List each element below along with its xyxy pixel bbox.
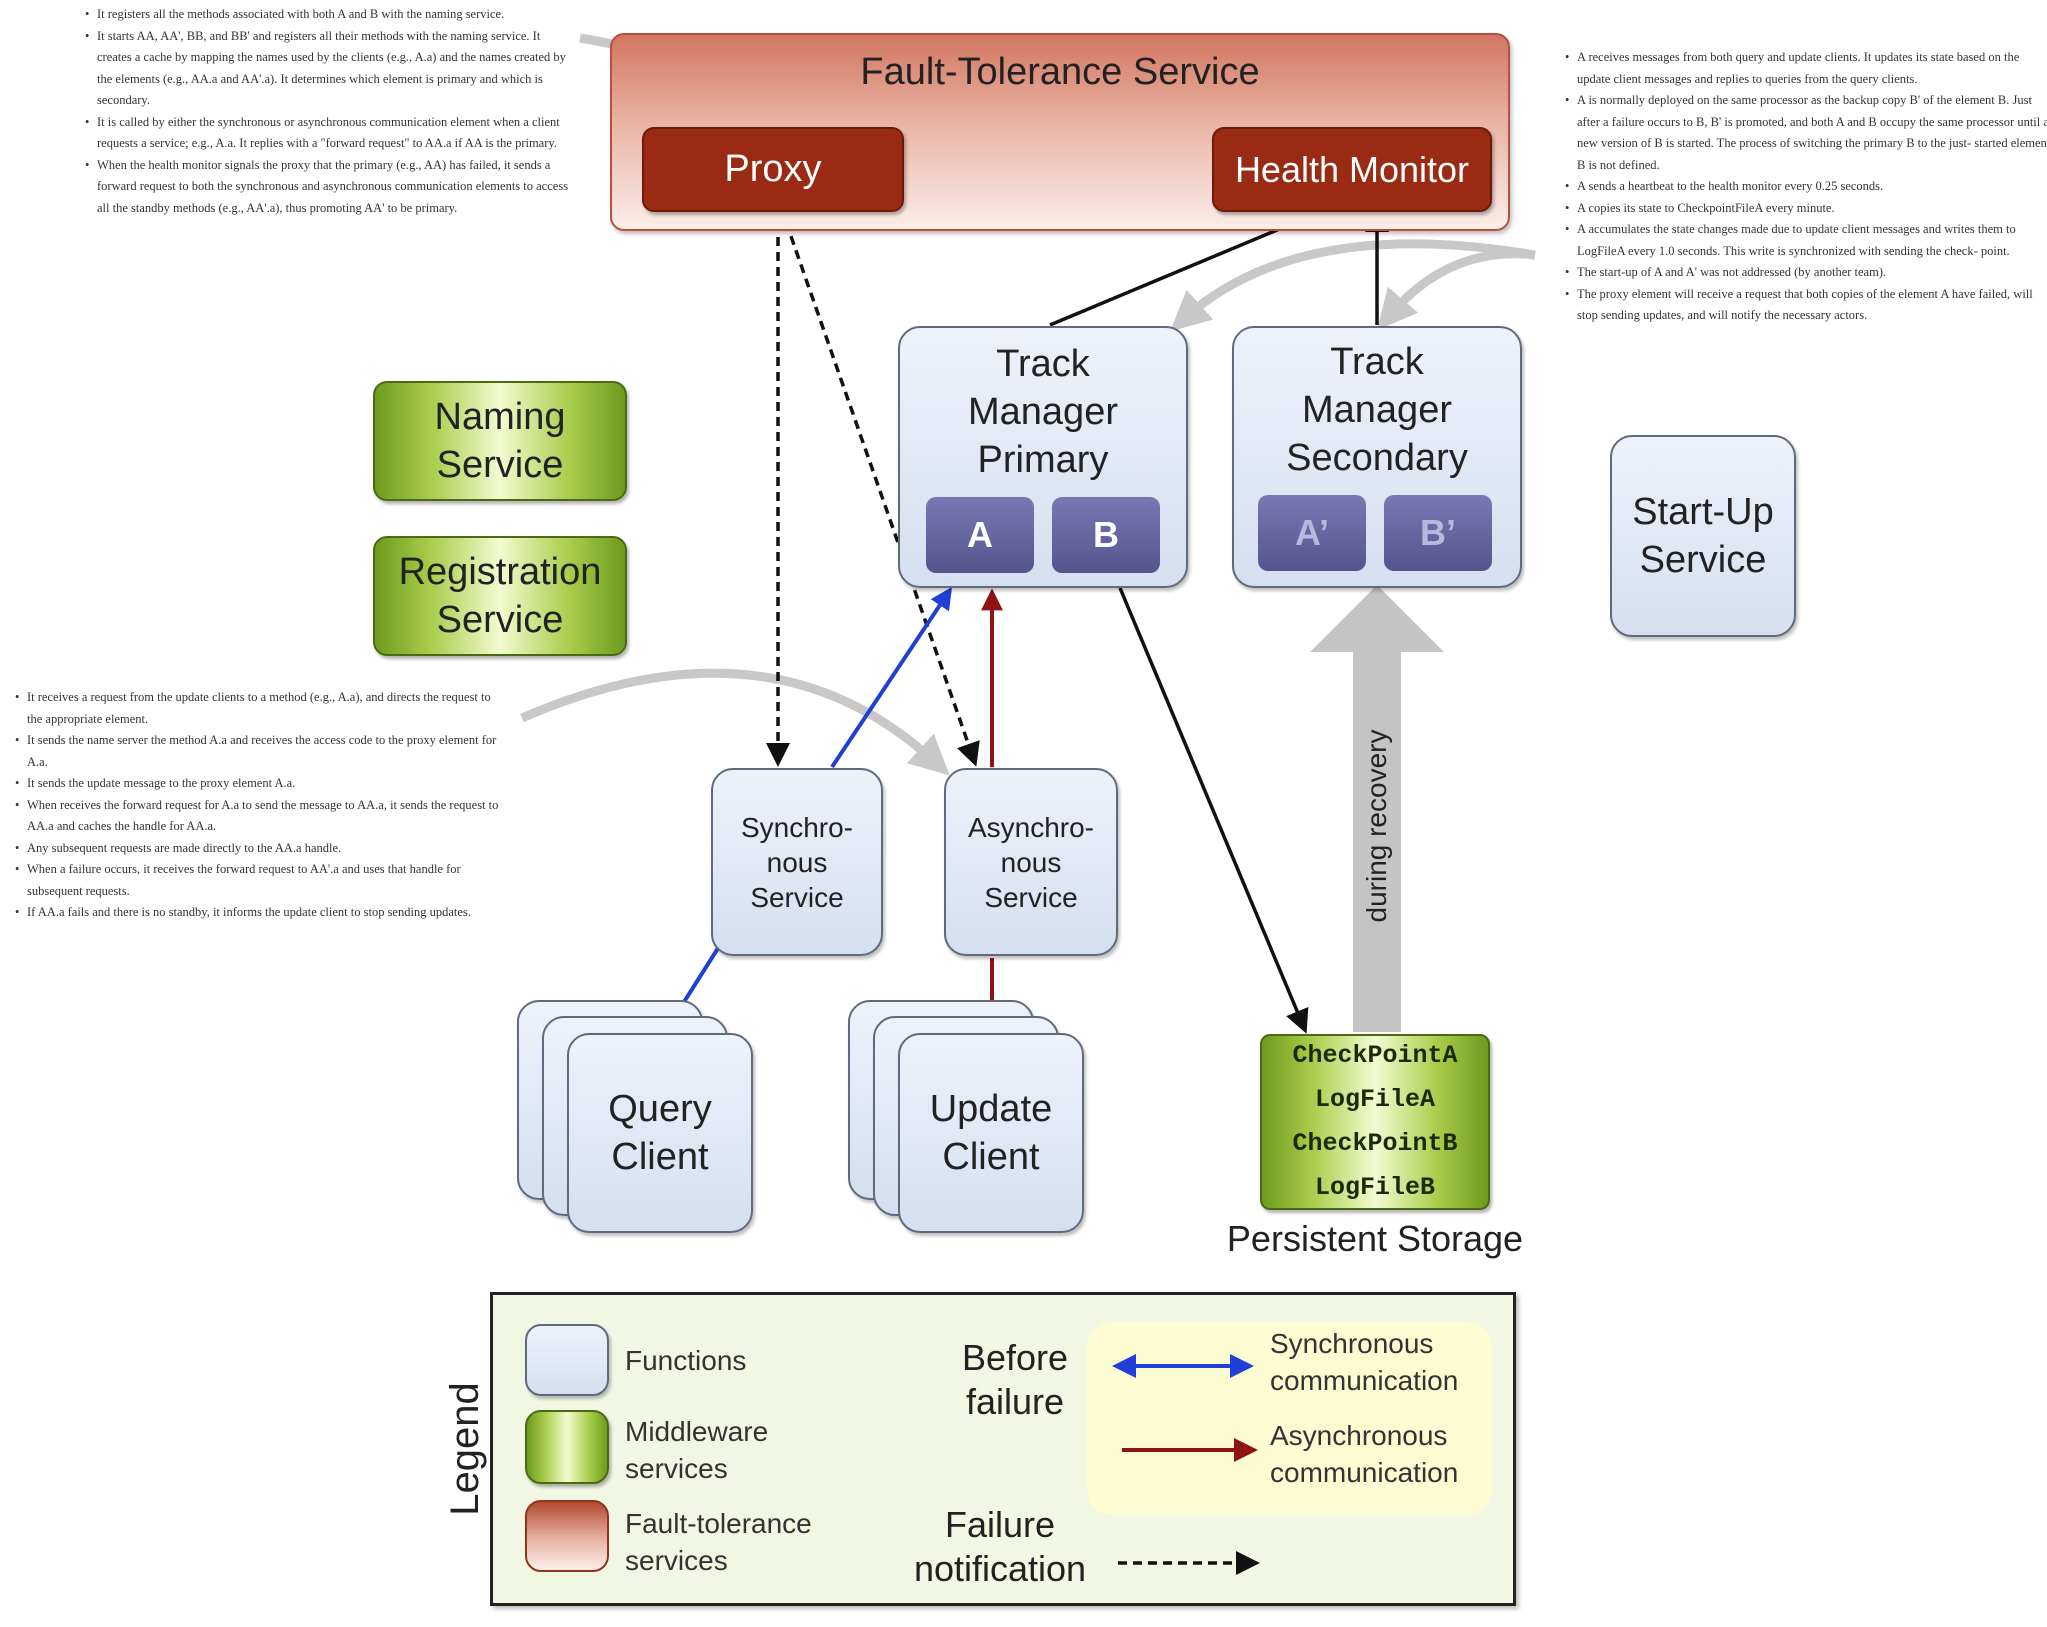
note-item: A copies its state to CheckpointFileA ev…	[1565, 198, 2047, 220]
storage-item: CheckPointA	[1292, 1041, 1458, 1070]
note-item: When a failure occurs, it receives the f…	[15, 859, 505, 902]
update-client[interactable]: Update Client	[898, 1033, 1084, 1233]
note-item: It starts AA, AA', BB, and BB' and regis…	[85, 26, 577, 112]
update-client-label-1: Update	[929, 1088, 1053, 1130]
naming-service-label-2: Service	[436, 444, 564, 486]
legend-sync-comm-label-1: Synchronous	[1270, 1328, 1434, 1359]
element-b-chip[interactable]: B	[1052, 497, 1160, 573]
legend-before-failure-label-2: failure	[965, 1381, 1065, 1422]
fault-tolerance-title: Fault-Tolerance Service	[860, 51, 1260, 93]
startup-service[interactable]: Start-Up Service	[1610, 435, 1796, 637]
legend-before-failure-label-1: Before	[961, 1337, 1069, 1378]
legend-async-comm-label-2: communication	[1270, 1457, 1459, 1488]
legend-sync-comm-label-2: communication	[1270, 1365, 1459, 1396]
storage-item: LogFileB	[1314, 1173, 1436, 1202]
synchronous-service[interactable]: Synchro- nous Service	[711, 768, 883, 956]
startup-service-label-1: Start-Up	[1632, 491, 1774, 533]
sync-service-label-1: Synchro-	[740, 811, 854, 843]
legend-functions-swatch	[525, 1324, 609, 1396]
note-item: A sends a heartbeat to the health monito…	[1565, 176, 2047, 198]
element-a-chip[interactable]: A	[926, 497, 1034, 573]
async-service-label-1: Asynchro-	[967, 811, 1095, 843]
note-item: When receives the forward request for A.…	[15, 795, 505, 838]
track-secondary-label-1: Track	[1330, 341, 1424, 383]
storage-item: LogFileA	[1314, 1085, 1436, 1114]
legend-failure-notification-label-2: notification	[913, 1548, 1087, 1589]
persistent-storage-files[interactable]: CheckPointA LogFileA CheckPointB LogFile…	[1260, 1034, 1490, 1210]
legend-middleware-label-1: Middleware	[625, 1416, 769, 1447]
proxy[interactable]: Proxy	[642, 127, 904, 212]
recovery-arrow	[1310, 585, 1444, 1032]
legend-fault-tolerance-label-1: Fault-tolerance	[625, 1508, 812, 1539]
note-item: It receives a request from the update cl…	[15, 687, 505, 730]
async-service-label-3: Service	[984, 881, 1078, 913]
health-monitor-label: Health Monitor	[1234, 148, 1470, 190]
async-service-notes: It receives a request from the update cl…	[12, 687, 505, 924]
track-secondary-label-3: Secondary	[1286, 437, 1468, 479]
sync-service-label-2: nous	[766, 846, 828, 878]
startup-service-label-2: Service	[1639, 539, 1767, 581]
persistent-storage-label: Persistent Storage	[1226, 1218, 1524, 1259]
legend-async-comm-label-1: Asynchronous	[1270, 1420, 1448, 1451]
element-a-prime-label: A’	[1294, 512, 1329, 553]
sync-arrow-to-primary	[830, 586, 953, 769]
query-client-label-1: Query	[608, 1088, 712, 1130]
storage-item: CheckPointB	[1292, 1129, 1458, 1158]
callout-curve-secondary	[1376, 249, 1536, 331]
legend-failure-notification-label-1: Failure	[944, 1504, 1056, 1545]
async-service-label-2: nous	[1000, 846, 1062, 878]
proxy-label: Proxy	[724, 148, 822, 190]
callout-curve-async	[520, 668, 950, 776]
naming-service[interactable]: Naming Service	[373, 381, 627, 501]
dashed-arrow-proxy-to-async	[784, 221, 980, 767]
asynchronous-service[interactable]: Asynchro- nous Service	[944, 768, 1118, 956]
note-item: It registers all the methods associated …	[85, 4, 577, 26]
checkpoint-arrow	[1118, 587, 1309, 1034]
proxy-notes: It registers all the methods associated …	[82, 4, 577, 219]
note-item: A receives messages from both query and …	[1565, 47, 2047, 90]
note-item: The start-up of A and A' was not address…	[1565, 262, 2047, 284]
element-b-prime-label: B’	[1420, 512, 1456, 553]
note-item: Any subsequent requests are made directl…	[15, 838, 505, 860]
update-client-label-2: Client	[942, 1136, 1040, 1178]
track-primary-label-1: Track	[996, 343, 1090, 385]
health-monitor[interactable]: Health Monitor	[1212, 127, 1492, 212]
note-item: It is called by either the synchronous o…	[85, 112, 577, 155]
sync-service-label-3: Service	[750, 881, 844, 913]
element-b-label: B	[1093, 514, 1119, 555]
note-item: If AA.a fails and there is no standby, i…	[15, 902, 505, 924]
note-item: A accumulates the state changes made due…	[1565, 219, 2047, 262]
registration-service-label-1: Registration	[398, 551, 602, 593]
naming-service-label-1: Naming	[434, 396, 566, 438]
legend-middleware-swatch	[525, 1410, 609, 1484]
element-b-prime-chip[interactable]: B’	[1384, 495, 1492, 571]
element-a-label: A	[967, 514, 993, 555]
track-primary-label-3: Primary	[977, 439, 1109, 481]
legend-middleware-label-2: services	[625, 1453, 728, 1484]
note-item: When the health monitor signals the prox…	[85, 155, 577, 220]
track-manager-notes: A receives messages from both query and …	[1562, 47, 2047, 327]
callout-curve-primary	[1170, 239, 1536, 332]
query-client-label-2: Client	[611, 1136, 709, 1178]
track-secondary-label-2: Manager	[1302, 389, 1452, 431]
registration-service-label-2: Service	[436, 599, 564, 641]
note-item: It sends the update message to the proxy…	[15, 773, 505, 795]
track-primary-label-2: Manager	[968, 391, 1118, 433]
element-a-prime-chip[interactable]: A’	[1258, 495, 1366, 571]
note-item: The proxy element will receive a request…	[1565, 284, 2047, 327]
query-client[interactable]: Query Client	[567, 1033, 753, 1233]
note-item: A is normally deployed on the same proce…	[1565, 90, 2047, 176]
legend-functions-label: Functions	[625, 1345, 747, 1376]
registration-service[interactable]: Registration Service	[373, 536, 627, 656]
legend-fault-tolerance-label-2: services	[625, 1545, 728, 1576]
note-item: It sends the name server the method A.a …	[15, 730, 505, 773]
legend-fault-tolerance-swatch	[525, 1500, 609, 1572]
